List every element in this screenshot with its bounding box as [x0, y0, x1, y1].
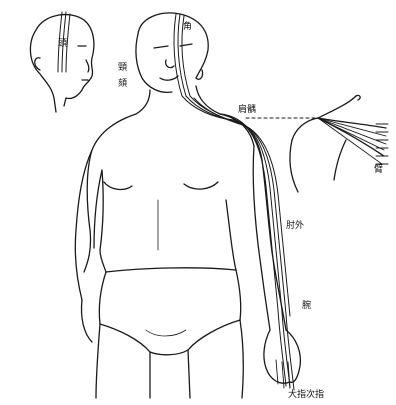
label-finger: 大指次指	[288, 391, 324, 400]
label-temple: 頸	[118, 64, 127, 73]
profile-head-figure	[30, 12, 94, 112]
shoulder-inset-figure	[290, 95, 388, 192]
label-crown: 角	[183, 23, 192, 32]
meridian-lines	[182, 96, 294, 390]
label-elbow: 肘外	[286, 222, 304, 231]
lower-body-figure	[96, 270, 243, 398]
main-head-figure	[136, 13, 208, 96]
label-head-small: 頭	[58, 40, 67, 49]
label-wrist: 腕	[302, 302, 311, 311]
label-arm-right: 臂	[374, 166, 383, 175]
label-shoulder: 肩髃	[238, 106, 256, 115]
left-arm-figure	[75, 150, 102, 342]
torso-figure	[84, 86, 254, 272]
label-face: 頦	[118, 80, 127, 89]
